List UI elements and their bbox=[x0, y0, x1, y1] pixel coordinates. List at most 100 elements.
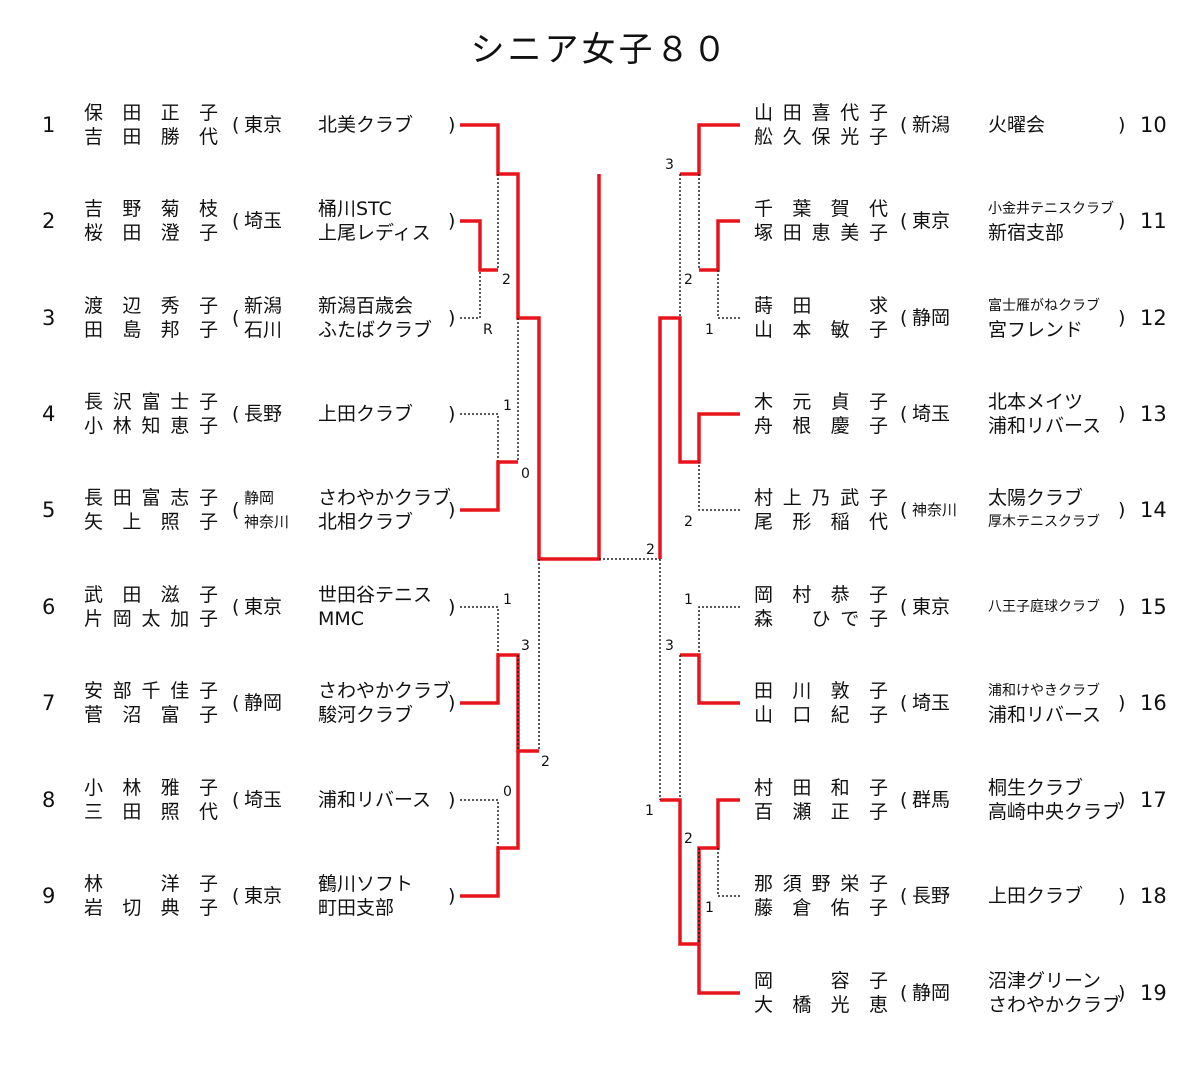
player-1-name: 岡村恭子 bbox=[754, 583, 888, 607]
name-char: 子 bbox=[198, 897, 218, 919]
player-1-name: 村田和子 bbox=[754, 776, 888, 800]
name-char: 子 bbox=[868, 391, 888, 413]
name-char: 子 bbox=[198, 511, 218, 533]
name-char: 菅 bbox=[84, 704, 104, 726]
player-2-name: 大橋光恵 bbox=[754, 993, 888, 1017]
open-paren: ( bbox=[900, 210, 908, 232]
player-1-name: 山田喜代子 bbox=[754, 101, 888, 125]
club-1: 新潟百歳会 bbox=[318, 295, 414, 317]
club-1: 太陽クラブ bbox=[988, 487, 1084, 509]
close-paren: ) bbox=[1118, 789, 1126, 811]
name-char: 子 bbox=[868, 584, 888, 606]
seed-number: 1 bbox=[42, 113, 56, 137]
player-2-name: 百瀬正子 bbox=[754, 800, 888, 824]
club-1: 沼津グリーン bbox=[988, 970, 1102, 992]
name-char: 富 bbox=[160, 704, 180, 726]
prefecture: 長野 bbox=[912, 885, 951, 907]
name-char: 恵 bbox=[170, 415, 190, 437]
loser-line-12 bbox=[717, 270, 740, 319]
name-char: 舩 bbox=[754, 126, 774, 148]
name-char: 山 bbox=[754, 319, 774, 341]
name-char: 部 bbox=[112, 680, 132, 702]
seed-number: 17 bbox=[1140, 788, 1167, 812]
loser-line-6 bbox=[460, 606, 499, 655]
name-char: 那 bbox=[754, 873, 774, 895]
name-char: 田 bbox=[122, 126, 142, 148]
score-16: 3 bbox=[665, 638, 674, 654]
prefecture: 東京 bbox=[912, 210, 951, 232]
player-2-name: 森 ひで子 bbox=[754, 607, 888, 631]
close-paren: ) bbox=[448, 114, 456, 136]
score-8: 0 bbox=[503, 784, 512, 800]
winner-path-10 bbox=[680, 123, 740, 176]
seed-number: 11 bbox=[1140, 209, 1167, 233]
player-1-name: 吉野菊枝 bbox=[84, 197, 218, 221]
name-char: 恵 bbox=[868, 994, 888, 1016]
close-paren: ) bbox=[448, 885, 456, 907]
name-char: 藤 bbox=[754, 897, 774, 919]
name-char: 敦 bbox=[830, 680, 850, 702]
name-char: 子 bbox=[198, 102, 218, 124]
club-1: 富士雁がねクラブ bbox=[988, 298, 1100, 314]
seed-number: 6 bbox=[42, 595, 56, 619]
seed-number: 3 bbox=[42, 306, 56, 330]
close-paren: ) bbox=[1118, 499, 1126, 521]
name-char: 野 bbox=[811, 873, 831, 895]
player-1-name: 林 洋子 bbox=[84, 872, 218, 896]
name-char: 美 bbox=[840, 222, 860, 244]
club: 上田クラブ bbox=[318, 403, 414, 425]
player-1-name: 武田滋子 bbox=[84, 583, 218, 607]
prefecture: 埼玉 bbox=[912, 692, 951, 714]
name-char: 雅 bbox=[160, 777, 180, 799]
name-char: 安 bbox=[84, 680, 104, 702]
name-char: 敏 bbox=[830, 319, 850, 341]
name-char: 形 bbox=[792, 511, 812, 533]
score-4: 1 bbox=[503, 398, 512, 414]
winner-path-17 bbox=[660, 798, 740, 946]
open-paren: ( bbox=[900, 789, 908, 811]
score-5: 0 bbox=[521, 466, 530, 482]
name-char: 子 bbox=[868, 873, 888, 895]
loser-line-8 bbox=[460, 799, 499, 848]
player-2-name: 藤倉佑子 bbox=[754, 896, 888, 920]
close-paren: ) bbox=[1118, 210, 1126, 232]
prefecture-1: 静岡 bbox=[244, 489, 275, 507]
prefecture: 静岡 bbox=[912, 982, 951, 1004]
name-char: 田 bbox=[122, 801, 142, 823]
name-char: 貞 bbox=[830, 391, 850, 413]
name-char: 子 bbox=[198, 680, 218, 702]
name-char: 倉 bbox=[792, 897, 812, 919]
close-paren: ) bbox=[1118, 982, 1126, 1004]
name-char: 喜 bbox=[811, 102, 831, 124]
name-char: 加 bbox=[170, 608, 190, 630]
open-paren: ( bbox=[232, 114, 240, 136]
name-char: 栄 bbox=[840, 873, 860, 895]
prefecture: 神奈川 bbox=[912, 501, 958, 519]
name-char: 子 bbox=[198, 608, 218, 630]
name-char: 田 bbox=[754, 680, 774, 702]
name-char: 沼 bbox=[122, 704, 142, 726]
name-char: 子 bbox=[868, 680, 888, 702]
seed-number: 18 bbox=[1140, 884, 1167, 908]
open-paren: ( bbox=[900, 692, 908, 714]
player-1-name: 小林雅子 bbox=[84, 776, 218, 800]
name-char: 紀 bbox=[830, 704, 850, 726]
player-2-name: 尾形稲代 bbox=[754, 510, 888, 534]
open-paren: ( bbox=[232, 499, 240, 521]
name-char: 田 bbox=[84, 319, 104, 341]
name-char: 田 bbox=[792, 295, 812, 317]
loser-line-18 bbox=[717, 848, 740, 897]
close-paren: ) bbox=[448, 789, 456, 811]
open-paren: ( bbox=[232, 307, 240, 329]
club: 火曜会 bbox=[988, 114, 1046, 136]
name-char: 桜 bbox=[84, 222, 104, 244]
player-1-name: 村上乃武子 bbox=[754, 486, 888, 510]
name-char: 山 bbox=[754, 704, 774, 726]
player-1-name: 長田富志子 bbox=[84, 486, 218, 510]
name-char: 田 bbox=[782, 222, 802, 244]
name-char: 瀬 bbox=[792, 801, 812, 823]
club-1: 世田谷テニス bbox=[318, 584, 433, 606]
name-char: 小 bbox=[84, 777, 104, 799]
prefecture: 東京 bbox=[244, 885, 283, 907]
name-char: 大 bbox=[754, 994, 774, 1016]
